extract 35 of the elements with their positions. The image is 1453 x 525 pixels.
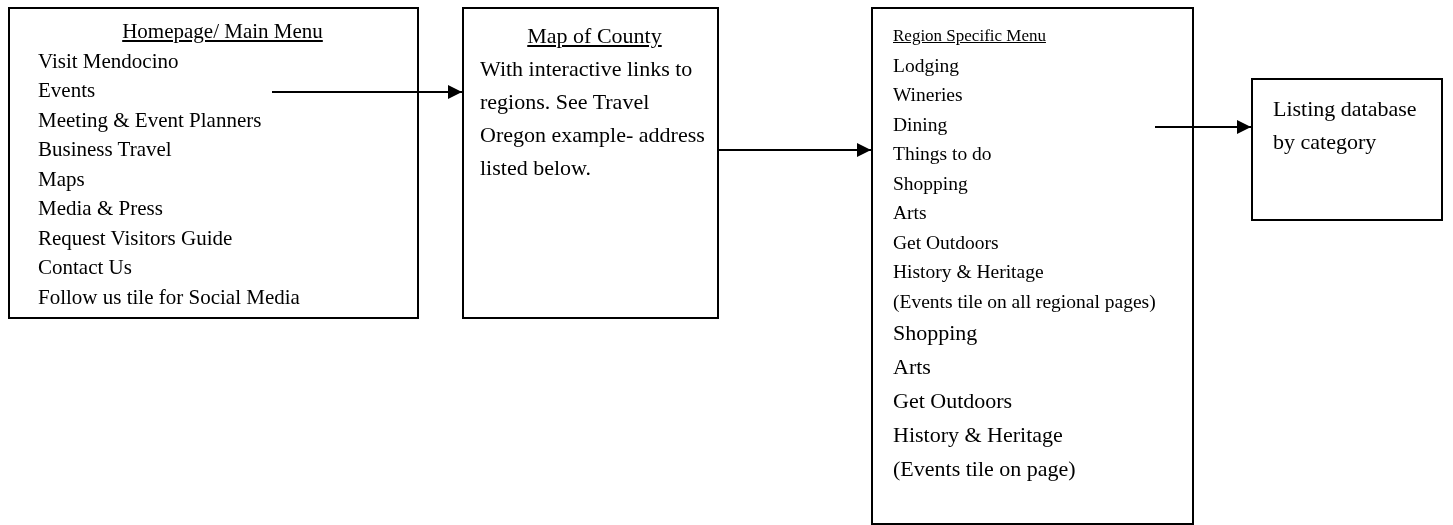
menu-item: History & Heritage bbox=[893, 421, 1064, 449]
menu-item: Media & Press bbox=[38, 195, 164, 222]
menu-item: Dining bbox=[893, 112, 949, 137]
menu-item: Get Outdoors bbox=[893, 230, 1000, 255]
menu-item: Shopping bbox=[893, 171, 969, 196]
menu-item: Events bbox=[38, 77, 97, 104]
menu-item: (Events tile on page) bbox=[893, 455, 1077, 483]
menu-box bbox=[1251, 78, 1443, 221]
menu-item: Wineries bbox=[893, 83, 964, 107]
menu-item: Get Outdoors bbox=[893, 387, 1014, 415]
menu-box bbox=[462, 7, 719, 319]
arrow bbox=[271, 85, 463, 99]
menu-item: Request Visitors Guide bbox=[38, 224, 234, 252]
menu-item: History & Heritage bbox=[893, 260, 1045, 284]
arrow bbox=[718, 143, 872, 157]
menu-item: Visit Mendocino bbox=[38, 47, 180, 75]
menu-item: Things to do bbox=[893, 142, 993, 166]
menu-item: Maps bbox=[38, 165, 86, 193]
menu-item: Follow us tile for Social Media bbox=[38, 283, 301, 311]
menu-item: Arts bbox=[893, 353, 932, 381]
menu-item: Contact Us bbox=[38, 254, 133, 281]
menu-box bbox=[871, 7, 1194, 525]
box-text: Listing database by category bbox=[1273, 95, 1418, 156]
menu-item: Lodging bbox=[893, 53, 961, 78]
menu-item: Arts bbox=[893, 201, 928, 225]
menu-item: Business Travel bbox=[38, 136, 173, 163]
arrow bbox=[1154, 120, 1252, 134]
menu-heading: Map of County bbox=[526, 22, 663, 50]
menu-heading: Homepage/ Main Menu bbox=[121, 18, 324, 45]
menu-item: Shopping bbox=[893, 319, 979, 347]
menu-heading: Region Specific Menu bbox=[893, 25, 1047, 47]
menu-box bbox=[8, 7, 419, 319]
menu-item: With interactive links to regions. See Travel Oregon example- address listed below. bbox=[480, 55, 706, 182]
menu-item: (Events tile on all regional pages) bbox=[893, 289, 1157, 314]
menu-item: Meeting & Event Planners bbox=[38, 106, 263, 134]
